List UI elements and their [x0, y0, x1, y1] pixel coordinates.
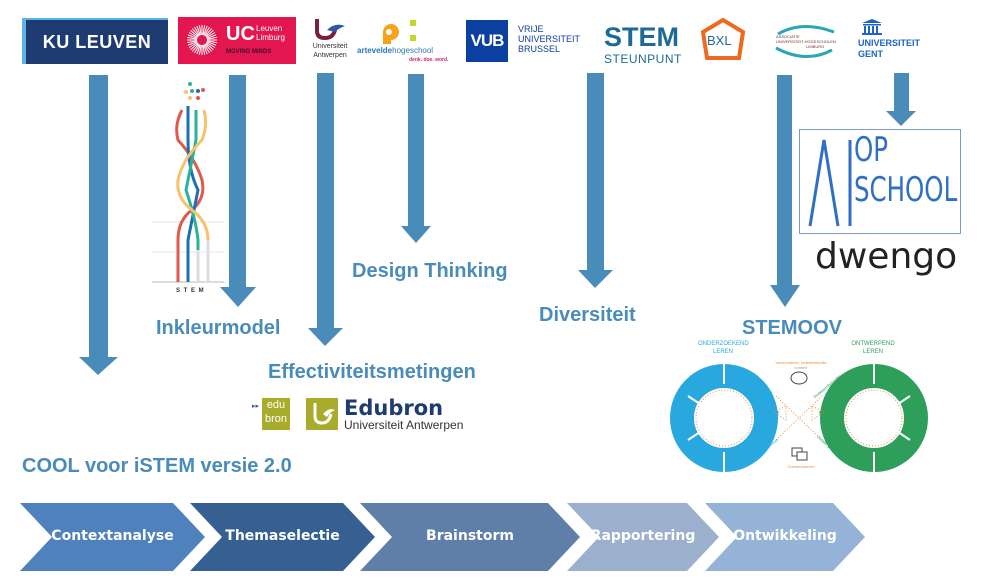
edubron-sub: Universiteit Antwerpen — [344, 418, 464, 432]
associatie-line2: UNIVERSITEIT-HOGESCHOLEN — [776, 39, 836, 44]
vub-mark: VUB — [470, 31, 505, 50]
uantwerpen-logo: Universiteit Antwerpen — [305, 18, 355, 64]
vub-line2: UNIVERSITEIT — [518, 34, 581, 44]
uc-leuven-limburg-logo: UC Leuven Limburg MOVING MINDS — [178, 17, 296, 64]
steunpunt-text: STEUNPUNT — [604, 52, 682, 66]
artevelde-name-rest: hogeschool — [392, 46, 434, 55]
ugent-line1: UNIVERSITEIT — [858, 38, 921, 48]
arrow-ugent — [886, 73, 916, 126]
ku-leuven-logo-text: KU LEUVEN — [42, 31, 152, 52]
uc-line1: Leuven — [256, 24, 283, 33]
arrow-vub-stem — [578, 73, 613, 288]
associatie-line3: LIMBURG — [806, 44, 825, 49]
vub-logo: VUB VRIJE UNIVERSITEIT BRUSSEL — [462, 20, 592, 64]
process-step-label: Contextanalyse — [51, 528, 174, 544]
communiceren-label: Communiceren — [787, 464, 815, 469]
stemoov-diagram: ONDERZOEKEND LEREN ONTWERPEND LEREN Verw… — [664, 340, 934, 475]
label-diversiteit: Diversiteit — [539, 304, 636, 326]
ai-op-school-logo: OP SCHOOL — [799, 129, 961, 234]
ku-leuven-logo: KU LEUVEN — [22, 18, 168, 64]
stem-text: STEM — [604, 22, 680, 52]
sunburst-icon — [187, 25, 217, 55]
process-chevron-bar: Contextanalyse Themaselectie Brainstorm Rap… — [0, 503, 989, 573]
edubron-mark-icon — [306, 398, 338, 430]
artevelde-name-bold: artevelde — [357, 46, 393, 55]
artevelde-tagline: denk. doe. word. — [409, 57, 449, 63]
artevelde-mark-icon — [383, 20, 416, 44]
dna-helix-icon — [152, 82, 224, 283]
vub-line3: BRUSSEL — [518, 44, 561, 54]
ontwerpend-title: ONTWERPEND — [851, 341, 895, 347]
arrow-artevelde — [401, 74, 431, 243]
edubron-small-logo: ▸▸ edu bron — [252, 396, 292, 432]
edubron-name: Edubron — [344, 396, 444, 420]
edubron-small-line2: bron — [264, 413, 288, 425]
label-inkleurmodel: Inkleurmodel — [156, 317, 281, 339]
process-step-rapportering — [567, 503, 719, 571]
dwengo-logo: dwengo — [815, 236, 957, 277]
associatie-swoosh-icon — [775, 25, 835, 58]
label-effectiviteitsmetingen: Effectiviteitsmetingen — [268, 361, 476, 383]
associatie-limburg-logo: ASSOCIATIE UNIVERSITEIT-HOGESCHOLEN LIMB… — [772, 22, 840, 62]
bxl-pentagon-icon — [700, 17, 746, 60]
arrow-uc-leuven-limburg — [220, 75, 256, 307]
ugent-line2: GENT — [858, 49, 884, 59]
ai-mark-icon — [808, 139, 852, 227]
process-step-label: Themaselectie — [225, 528, 340, 544]
uc-line2: Limburg — [256, 33, 285, 42]
uc-mark: UC — [226, 23, 255, 45]
play-arrows-icon: ▸▸ — [252, 403, 260, 410]
process-step-contextanalyse — [20, 503, 205, 571]
process-step-ontwikkeling — [705, 503, 865, 571]
verwonderen-label: Verwonderen, betekenisvolle context — [775, 360, 827, 370]
ugent-logo: UNIVERSITEIT GENT — [858, 18, 928, 62]
onderzoekend-sub: LEREN — [712, 349, 733, 355]
uc-tagline: MOVING MINDS — [226, 49, 272, 55]
onderzoekend-title: ONDERZOEKEND — [698, 341, 749, 347]
arteveldehogeschool-logo: arteveldehogeschool denk. doe. word. — [357, 18, 457, 64]
arrow-uantwerpen — [308, 73, 343, 346]
associatie-line1: ASSOCIATIE — [776, 34, 800, 39]
process-step-themaselectie — [190, 503, 375, 571]
uantwerpen-line1: Universiteit — [312, 43, 348, 50]
uantwerpen-mark-icon — [315, 19, 345, 40]
process-chevron-shapes — [20, 503, 865, 571]
label-cool-voor-istem: COOL voor iSTEM versie 2.0 — [22, 455, 292, 477]
ugent-building-icon — [862, 19, 882, 35]
ontwerpend-sub: LEREN — [862, 349, 883, 355]
process-step-label: Rapportering — [590, 528, 696, 544]
vub-line1: VRIJE — [518, 24, 544, 34]
process-step-brainstorm — [360, 503, 580, 571]
edubron-small-line1: edu — [266, 399, 286, 411]
arrow-associatie-limburg — [770, 75, 800, 307]
label-design-thinking: Design Thinking — [352, 260, 508, 282]
ai-school-text: SCHOOL — [854, 170, 958, 210]
stem-steunpunt-logo: STEM STEUNPUNT BXL — [600, 17, 760, 66]
dna-caption: S T E M — [176, 288, 205, 294]
process-step-label: Ontwikkeling — [733, 528, 837, 544]
bxl-text: BXL — [707, 33, 732, 48]
ai-op-text: OP — [854, 130, 889, 170]
arrow-ku-leuven — [79, 75, 118, 375]
process-step-label: Brainstorm — [426, 528, 514, 544]
dwengo-text: dwengo — [815, 236, 958, 277]
edubron-logo: Edubron Universiteit Antwerpen — [306, 396, 486, 432]
stemoov-infinity-graphic — [670, 364, 928, 472]
uantwerpen-line2: Antwerpen — [313, 52, 347, 59]
inkleurmodel-dna-graphic: S T E M — [152, 80, 224, 300]
label-stemoov: STEMOOV — [742, 317, 843, 339]
